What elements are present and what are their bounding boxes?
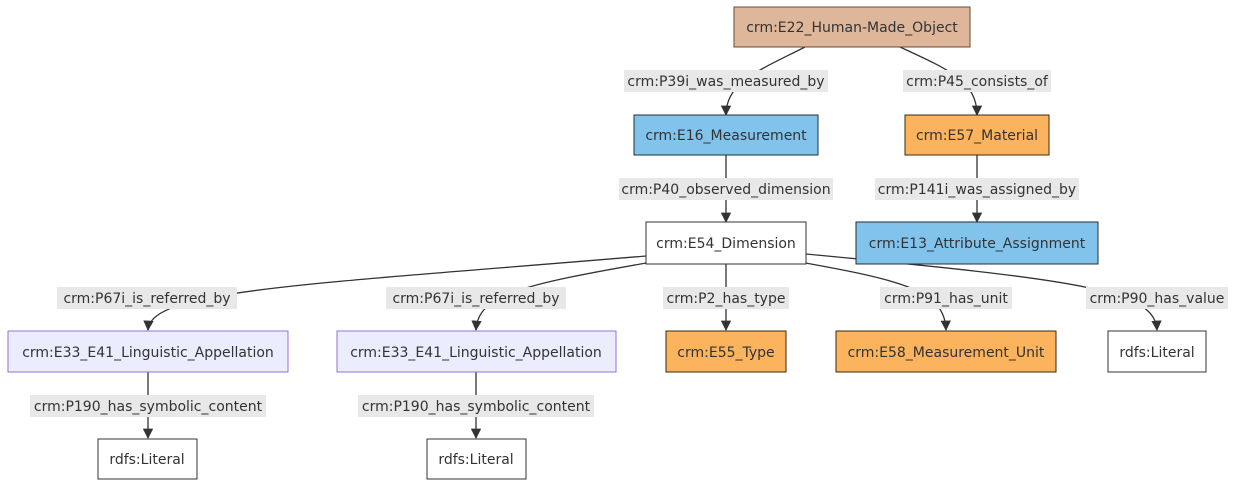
- node-label: crm:E55_Type: [677, 345, 774, 361]
- edge-label-p45: crm:P45_consists_of: [903, 70, 1051, 92]
- node-type: crm:E55_Type: [665, 330, 787, 373]
- node-measurement: crm:E16_Measurement: [633, 114, 819, 156]
- nodes: crm:E22_Human-Made_Object crm:E16_Measur…: [7, 6, 1207, 480]
- node-material: crm:E57_Material: [904, 114, 1050, 156]
- node-literal-value: rdfs:Literal: [1107, 330, 1207, 373]
- edge-label-p67i-1: crm:P67i_is_referred_by: [57, 287, 237, 309]
- edge-labels: crm:P39i_was_measured_by crm:P45_consist…: [30, 70, 1228, 417]
- edge-label-text: crm:P190_has_symbolic_content: [362, 399, 591, 415]
- node-literal-1: rdfs:Literal: [97, 438, 198, 480]
- edge-label-p141i: crm:P141i_was_assigned_by: [875, 178, 1079, 200]
- edge-label-p39i: crm:P39i_was_measured_by: [624, 70, 828, 92]
- node-linguistic-appellation-1: crm:E33_E41_Linguistic_Appellation: [7, 330, 289, 373]
- edge-label-text: crm:P141i_was_assigned_by: [878, 182, 1076, 198]
- edge-label-text: crm:P190_has_symbolic_content: [34, 399, 263, 415]
- node-label: crm:E33_E41_Linguistic_Appellation: [350, 345, 602, 361]
- edge-label-p67i-2: crm:P67i_is_referred_by: [386, 287, 566, 309]
- node-label: crm:E54_Dimension: [656, 236, 796, 252]
- edge-label-text: crm:P90_has_value: [1090, 291, 1225, 307]
- edge-label-p40: crm:P40_observed_dimension: [619, 178, 833, 200]
- node-linguistic-appellation-2: crm:E33_E41_Linguistic_Appellation: [336, 330, 617, 373]
- edge-label-p190-1: crm:P190_has_symbolic_content: [30, 395, 266, 417]
- edge-label-p190-2: crm:P190_has_symbolic_content: [358, 395, 594, 417]
- edge-label-text: crm:P67i_is_referred_by: [63, 291, 230, 307]
- node-label: rdfs:Literal: [1119, 345, 1194, 361]
- node-label: crm:E57_Material: [916, 128, 1038, 144]
- node-label: crm:E33_E41_Linguistic_Appellation: [22, 345, 274, 361]
- node-literal-2: rdfs:Literal: [426, 438, 527, 480]
- node-label: rdfs:Literal: [109, 452, 184, 468]
- edge-label-text: crm:P67i_is_referred_by: [392, 291, 559, 307]
- edge-label-p90: crm:P90_has_value: [1086, 287, 1228, 309]
- edge-label-p2: crm:P2_has_type: [663, 287, 789, 309]
- node-dimension: crm:E54_Dimension: [645, 221, 807, 265]
- edge-label-p91: crm:P91_has_unit: [880, 287, 1012, 309]
- edge-label-text: crm:P45_consists_of: [906, 74, 1049, 90]
- node-measurement-unit: crm:E58_Measurement_Unit: [835, 330, 1057, 373]
- node-attribute-assignment: crm:E13_Attribute_Assignment: [855, 221, 1099, 265]
- edge-label-text: crm:P2_has_type: [667, 291, 786, 307]
- node-human-made-object: crm:E22_Human-Made_Object: [733, 6, 971, 48]
- edge-label-text: crm:P91_has_unit: [884, 291, 1008, 307]
- node-label: crm:E16_Measurement: [645, 128, 807, 144]
- node-label: crm:E22_Human-Made_Object: [746, 20, 958, 36]
- edge-label-text: crm:P39i_was_measured_by: [627, 74, 824, 90]
- node-label: crm:E13_Attribute_Assignment: [869, 236, 1086, 252]
- node-label: rdfs:Literal: [438, 452, 513, 468]
- edge-label-text: crm:P40_observed_dimension: [621, 182, 830, 198]
- edge-p67i-1: [143, 255, 647, 332]
- node-label: crm:E58_Measurement_Unit: [848, 345, 1045, 361]
